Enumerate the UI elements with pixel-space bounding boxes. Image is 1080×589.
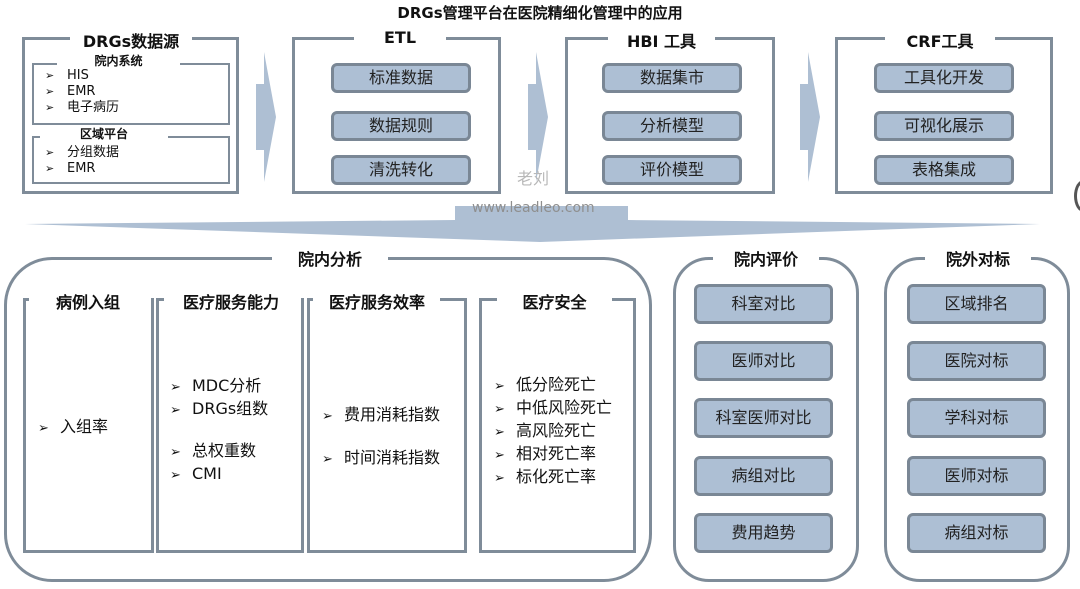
etl-label: ETL	[383, 28, 417, 47]
diagram-title: DRGs管理平台在医院精细化管理中的应用	[397, 4, 683, 22]
eval-item-drg-group-compare: 病组对比	[694, 456, 833, 496]
list-item: EMR	[45, 84, 119, 100]
list-item: 标化死亡率	[494, 466, 612, 489]
crf-label: CRF工具	[906, 32, 974, 51]
list-item: HIS	[45, 68, 119, 84]
flow-arrow-icon	[800, 52, 820, 182]
list-item: 低分险死亡	[494, 374, 612, 397]
hbi-item-analysis-model: 分析模型	[602, 111, 742, 141]
list-item: DRGs组数	[170, 398, 268, 421]
hbi-item-evaluation-model: 评价模型	[602, 155, 742, 185]
column-label-service-capacity: 医疗服务能力	[182, 293, 279, 312]
column-label-service-efficiency: 医疗服务效率	[328, 293, 425, 312]
crf-item-table-integration: 表格集成	[874, 155, 1014, 185]
eval-item-dept-physician-compare: 科室医师对比	[694, 398, 833, 438]
list-item: 费用消耗指数	[322, 394, 440, 437]
regional-platform-list: 分组数据 EMR	[45, 145, 119, 177]
medical-safety-list: 低分险死亡 中低风险死亡 高风险死亡 相对死亡率 标化死亡率	[494, 374, 612, 489]
bench-item-regional-ranking: 区域排名	[907, 284, 1046, 324]
watermark-name: 老刘	[517, 169, 550, 188]
list-item: 中低风险死亡	[494, 397, 612, 420]
group-label-regional: 区域平台	[79, 127, 128, 141]
eval-item-department-compare: 科室对比	[694, 284, 833, 324]
etl-item-standard-data: 标准数据	[331, 63, 471, 93]
internal-evaluation-label: 院内评价	[713, 246, 819, 270]
group-label-internal: 院内系统	[94, 54, 143, 68]
list-item: 相对死亡率	[494, 443, 612, 466]
list-item: 总权重数	[170, 440, 268, 463]
internal-analysis-label: 院内分析	[272, 246, 388, 270]
bench-item-hospital: 医院对标	[907, 341, 1046, 381]
list-item: CMI	[170, 463, 268, 486]
eval-item-cost-trend: 费用趋势	[694, 513, 833, 553]
data-source-label: DRGs数据源	[82, 32, 180, 51]
case-grouping-list: 入组率	[38, 416, 108, 439]
eval-item-physician-compare: 医师对比	[694, 341, 833, 381]
etl-item-data-rules: 数据规则	[331, 111, 471, 141]
flow-arrow-icon	[528, 52, 548, 182]
list-item: 入组率	[38, 416, 108, 439]
list-item: EMR	[45, 161, 119, 177]
watermark-site: www.leadleo.com	[472, 200, 595, 216]
hbi-label: HBI 工具	[626, 32, 697, 51]
internal-system-list: HIS EMR 电子病历	[45, 68, 119, 116]
list-item: 高风险死亡	[494, 420, 612, 443]
crf-item-visualization: 可视化展示	[874, 111, 1014, 141]
bench-item-physician: 医师对标	[907, 456, 1046, 496]
bench-item-discipline: 学科对标	[907, 398, 1046, 438]
hbi-item-data-mart: 数据集市	[602, 63, 742, 93]
bench-item-drg-group: 病组对标	[907, 513, 1046, 553]
service-capacity-list: MDC分析 DRGs组数 总权重数 CMI	[170, 375, 268, 486]
column-label-medical-safety: 医疗安全	[522, 293, 587, 312]
crf-item-tooling: 工具化开发	[874, 63, 1014, 93]
list-item: 分组数据	[45, 145, 119, 161]
etl-item-cleansing: 清洗转化	[331, 155, 471, 185]
list-item: 时间消耗指数	[322, 437, 440, 480]
list-item: 电子病历	[45, 100, 119, 116]
column-label-case-grouping: 病例入组	[55, 293, 120, 312]
external-benchmark-label: 院外对标	[925, 246, 1031, 270]
down-arrow-icon	[25, 206, 1040, 242]
list-item: MDC分析	[170, 375, 268, 398]
flow-arrow-icon	[256, 52, 276, 182]
service-efficiency-list: 费用消耗指数 时间消耗指数	[322, 394, 440, 480]
